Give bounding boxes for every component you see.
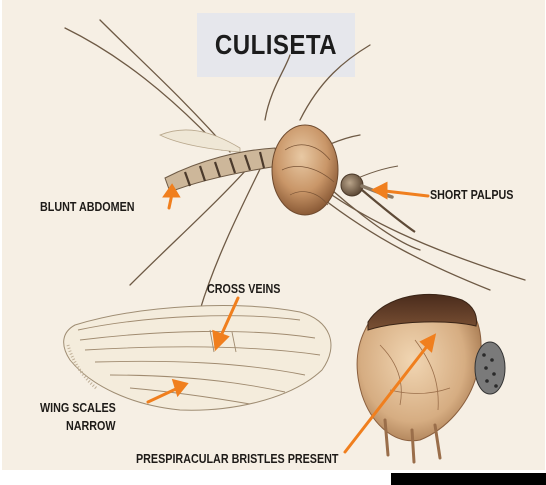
label-prespiracular-bristles: PRESPIRACULAR BRISTLES PRESENT — [136, 452, 338, 467]
black-bar — [391, 473, 546, 485]
label-cross-veins: CROSS VEINS — [207, 282, 280, 297]
thorax — [272, 125, 338, 215]
adult-wing — [160, 130, 240, 152]
label-wing-scales-line2: NARROW — [66, 419, 116, 434]
label-wing-scales-line1: WING SCALES — [40, 401, 116, 416]
lateral-head — [475, 342, 505, 394]
lateral-thorax-illustration — [357, 294, 505, 462]
wing-illustration — [64, 306, 331, 411]
label-short-palpus: SHORT PALPUS — [430, 188, 513, 203]
abdomen — [165, 148, 278, 192]
label-blunt-abdomen: BLUNT ABDOMEN — [40, 200, 135, 215]
